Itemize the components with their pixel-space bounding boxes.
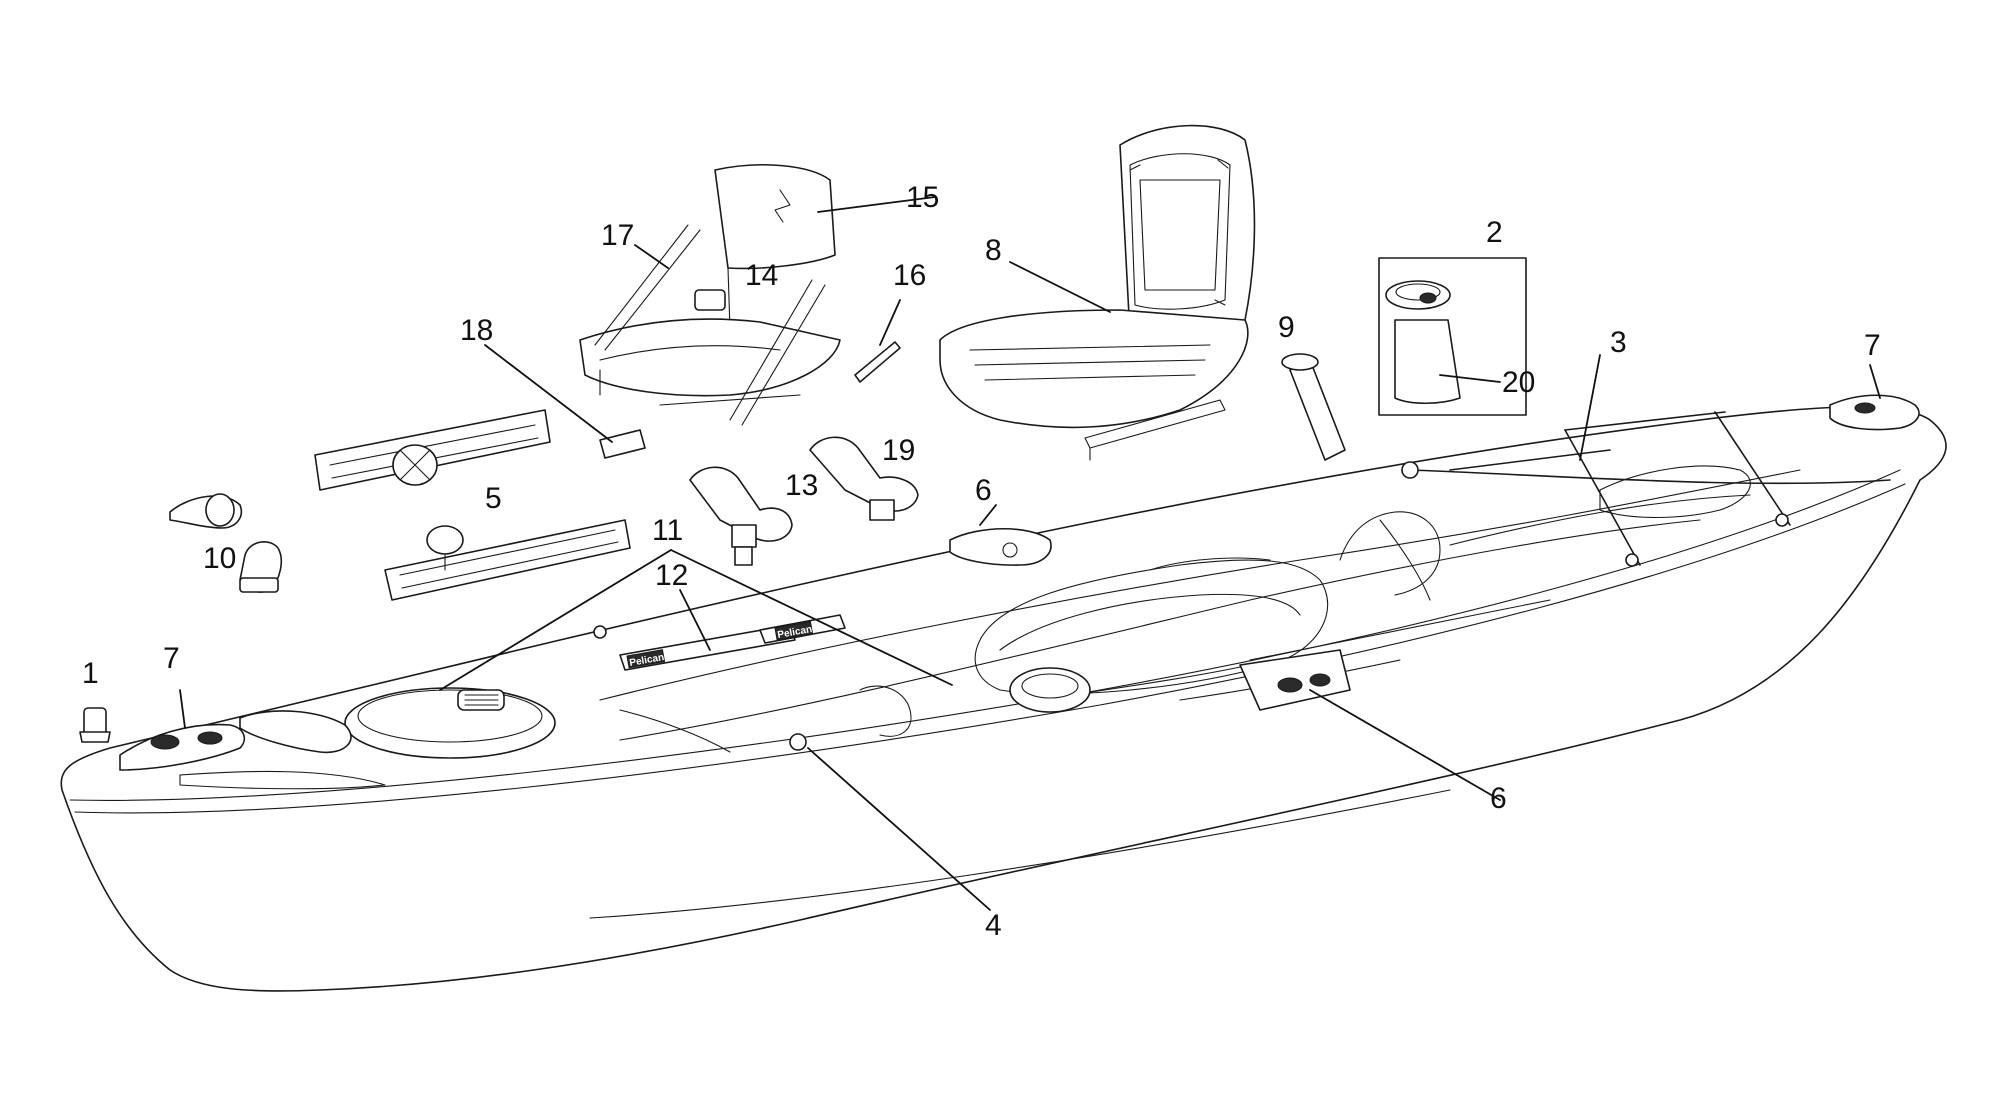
leader-15 (817, 196, 936, 213)
leader-7-stern (1869, 364, 1881, 399)
side-mount-bow (949, 528, 1052, 566)
callout-9: 9 (1278, 311, 1295, 344)
callout-19: 19 (882, 434, 915, 467)
callout-5: 5 (485, 482, 502, 515)
leader-11a (439, 549, 672, 691)
stern-bungee (1401, 411, 1891, 567)
leader-17 (634, 244, 669, 269)
callout-13: 13 (785, 469, 818, 502)
callout-4: 4 (985, 909, 1002, 942)
callout-14: 14 (745, 259, 778, 292)
hatch-kit-box (1378, 257, 1527, 416)
leader-16 (879, 299, 901, 346)
drain-plug (79, 707, 111, 743)
callout-20: 20 (1502, 366, 1535, 399)
callout-6-bow: 6 (975, 474, 992, 507)
callout-1: 1 (82, 657, 99, 690)
flush-rod-holder (1281, 353, 1346, 461)
callout-16: 16 (893, 259, 926, 292)
callout-6-stern: 6 (1490, 782, 1507, 815)
folding-seat (579, 164, 841, 426)
side-mount-stern (1239, 649, 1351, 711)
leader-8 (1009, 261, 1111, 313)
accessory-rail-lower (384, 519, 631, 601)
callout-2: 2 (1486, 216, 1503, 249)
callout-18: 18 (460, 314, 493, 347)
callout-labels: 1 2 3 4 5 6 6 7 7 8 9 10 11 12 13 14 15 … (82, 181, 1881, 942)
paddle: Pelican Pelican (619, 614, 846, 671)
callout-3: 3 (1610, 326, 1627, 359)
accessory-rail-upper (314, 409, 551, 491)
rod-holder-19 (809, 436, 919, 521)
kayak-hull (60, 406, 1947, 992)
callout-15: 15 (906, 181, 939, 214)
leader-7-bow (179, 689, 186, 729)
mount-clip-b (239, 541, 282, 593)
leader-18 (484, 344, 613, 443)
bow-hatch (344, 687, 556, 759)
center-hatch (1009, 667, 1091, 713)
leader-6-bow (979, 504, 997, 526)
stern-carry-handle (1829, 394, 1920, 431)
callout-7-stern: 7 (1864, 329, 1881, 362)
leader-20 (1439, 374, 1501, 383)
leader-11b (670, 549, 953, 686)
hatch-kit (1378, 257, 1527, 416)
leader-3 (1579, 354, 1601, 461)
callout-7-bow: 7 (163, 642, 180, 675)
bow-carry-handle (119, 723, 246, 771)
callout-10: 10 (203, 542, 236, 575)
callout-8: 8 (985, 234, 1002, 267)
rod-holder-13 (689, 466, 793, 566)
buckle (599, 429, 646, 459)
leader-12 (679, 589, 711, 651)
callout-12: 12 (655, 559, 688, 592)
leader-4 (807, 747, 991, 911)
seat-strap (854, 341, 901, 383)
callout-11: 11 (652, 514, 683, 547)
seat-frame (939, 124, 1256, 461)
mount-clip-a (169, 493, 242, 529)
leader-lines (179, 196, 1881, 911)
leader-6-stern (1309, 689, 1501, 801)
callout-17: 17 (601, 219, 634, 252)
deck-eyelet (593, 625, 807, 751)
